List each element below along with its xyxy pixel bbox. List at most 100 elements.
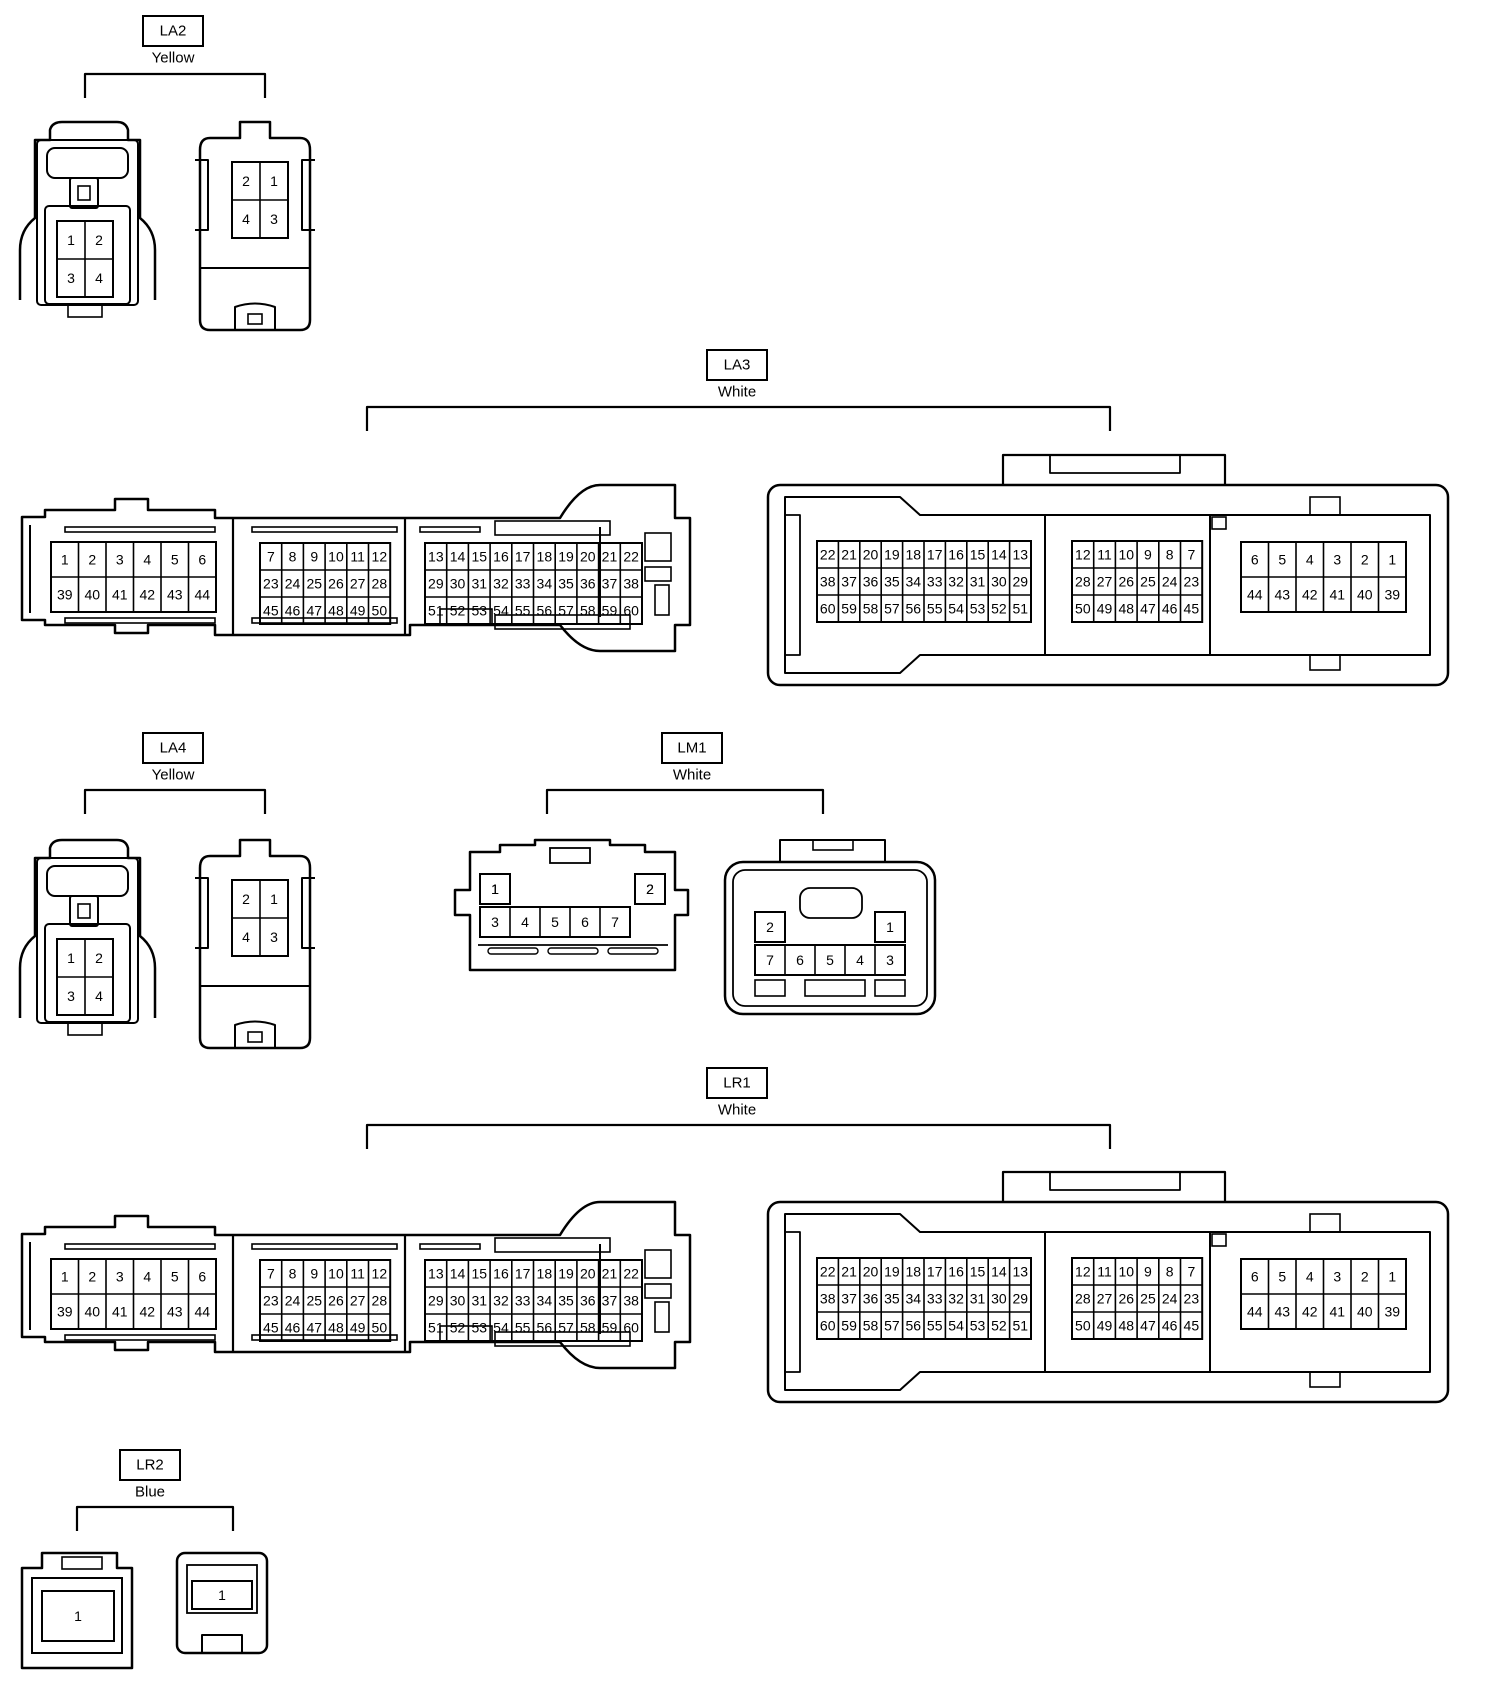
pin-number: 10	[1118, 1264, 1134, 1280]
pin-number: 1	[67, 232, 75, 248]
pin-number: 2	[1361, 552, 1369, 568]
pin-number: 59	[602, 603, 618, 619]
housing-outline	[766, 1200, 1450, 1404]
pin-number: 29	[1013, 574, 1029, 590]
key	[1309, 1213, 1341, 1233]
pin-number: 1	[270, 891, 278, 907]
pin-number: 60	[820, 601, 836, 617]
connector-bracket	[83, 72, 267, 98]
side-rib	[301, 159, 315, 231]
pin-number: 12	[1075, 547, 1091, 563]
key-slot	[67, 304, 103, 318]
pin-grid-frame	[479, 873, 511, 905]
pin-number: 56	[537, 1320, 553, 1336]
pin-number: 35	[884, 574, 900, 590]
pin-number: 21	[602, 1266, 618, 1282]
pin-number: 21	[841, 1264, 857, 1280]
pin-number: 1	[1388, 552, 1396, 568]
pin-number: 39	[1384, 1304, 1400, 1320]
key-slot	[874, 979, 906, 997]
pin-number: 30	[450, 576, 466, 592]
pin-number: 53	[970, 601, 986, 617]
pin-number: 2	[95, 950, 103, 966]
pin-number: 48	[1118, 1318, 1134, 1334]
pin-number: 27	[350, 1293, 366, 1309]
pin-number: 45	[263, 1320, 279, 1336]
housing-outline	[18, 120, 157, 300]
pin-number: 29	[428, 576, 444, 592]
side-rib	[195, 877, 209, 949]
pin-number: 5	[171, 552, 179, 568]
housing-top	[1049, 455, 1181, 474]
pin-number: 35	[884, 1291, 900, 1307]
key	[1211, 516, 1227, 530]
pin-number: 15	[970, 547, 986, 563]
pin-number: 27	[1097, 574, 1113, 590]
pin-number: 34	[906, 574, 922, 590]
pin-number: 38	[623, 576, 639, 592]
pin-number: 9	[1144, 1264, 1152, 1280]
pin-number: 42	[1302, 587, 1318, 603]
lock-tab	[799, 887, 863, 919]
pin-number: 7	[267, 549, 275, 565]
pin-number: 60	[623, 1320, 639, 1336]
key	[1211, 1233, 1227, 1247]
pin-number: 17	[515, 1266, 531, 1282]
pin-number: 7	[267, 1266, 275, 1282]
pin-number: 1	[218, 1587, 226, 1603]
pin-number: 6	[1251, 552, 1259, 568]
pin-number: 46	[1162, 1318, 1178, 1334]
connector-id-box	[119, 1449, 181, 1481]
pin-number: 1	[491, 881, 499, 897]
pin-number: 42	[139, 1304, 155, 1320]
housing-inner	[784, 496, 1431, 674]
connector-bracket	[545, 788, 825, 814]
pin-number: 56	[537, 603, 553, 619]
pin-number: 19	[558, 1266, 574, 1282]
pin-number: 24	[1162, 1291, 1178, 1307]
key	[1309, 496, 1341, 516]
rail	[251, 1243, 398, 1250]
pin-number: 55	[927, 601, 943, 617]
pin-number: 49	[1097, 1318, 1113, 1334]
pin-number: 53	[471, 603, 487, 619]
pin-number: 50	[372, 603, 388, 619]
pin-number: 47	[306, 603, 322, 619]
housing-outline	[20, 483, 692, 653]
pin-number: 5	[826, 952, 834, 968]
pin-number: 14	[991, 1264, 1007, 1280]
pin-number: 29	[428, 1293, 444, 1309]
pin-number: 16	[493, 549, 509, 565]
pin-grid: 1	[874, 911, 906, 943]
pin-number: 1	[61, 552, 69, 568]
pin-number: 53	[471, 1320, 487, 1336]
connector-id-box	[142, 732, 204, 764]
side-window	[644, 1283, 672, 1299]
housing-outline	[198, 838, 312, 1050]
connector-lr2: 11	[20, 1551, 269, 1670]
pin-number: 57	[884, 601, 900, 617]
pin-number: 2	[1361, 1269, 1369, 1285]
rail	[494, 614, 631, 630]
housing-top	[779, 839, 886, 862]
housing-top	[1049, 1172, 1181, 1191]
pin-number: 5	[1278, 552, 1286, 568]
pin-grid: 1	[479, 873, 511, 905]
pin-number: 2	[242, 891, 250, 907]
pin-number: 12	[372, 549, 388, 565]
pin-number: 20	[863, 1264, 879, 1280]
side-window	[644, 566, 672, 582]
pin-number: 50	[372, 1320, 388, 1336]
pin-number: 31	[970, 574, 986, 590]
pin-number: 44	[194, 587, 210, 603]
pin-number: 57	[884, 1318, 900, 1334]
pin-number: 30	[991, 574, 1007, 590]
pin-number: 37	[841, 1291, 857, 1307]
